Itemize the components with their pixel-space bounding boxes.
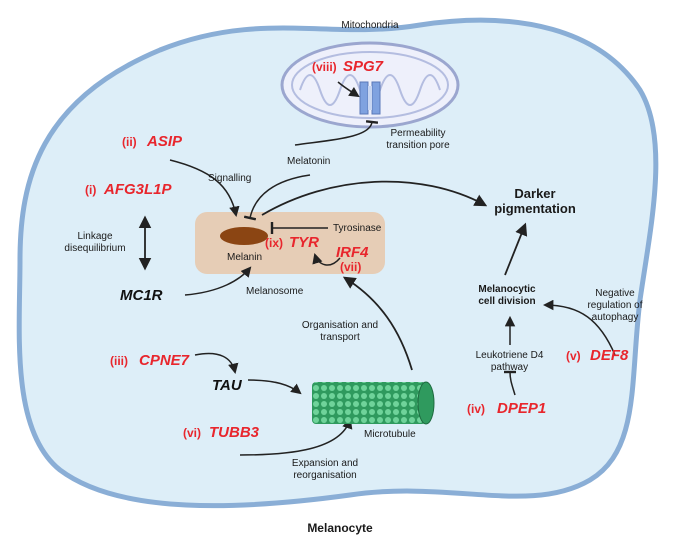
melatonin-inhibits-pore — [294, 120, 379, 146]
melanosome-to-pigmentation-arrow — [261, 180, 488, 216]
tubb3-to-microtubule-arrow — [239, 418, 353, 456]
division-to-pigmentation-arrow — [504, 222, 528, 276]
def8-gene: DEF8 — [590, 347, 629, 364]
irf4-number: (vii) — [340, 260, 362, 274]
darker-pigmentation-line2: pigmentation — [494, 201, 576, 216]
spg7-gene: SPG7 — [343, 58, 384, 75]
afg3l1p-number: (i) — [85, 183, 97, 197]
cpne7-number: (iii) — [110, 354, 128, 368]
asip-number: (ii) — [122, 135, 137, 149]
afg3l1p-gene: AFG3L1P — [104, 181, 172, 198]
melanocytic-division-line1: Melanocytic — [478, 284, 536, 295]
tau-label: TAU — [212, 377, 242, 394]
pore-label-line2: transition pore — [386, 140, 450, 151]
irf4-gene: IRF4 — [336, 244, 369, 261]
autophagy-label-line1: Negative — [595, 288, 635, 299]
melanin-label: Melanin — [227, 252, 263, 263]
autophagy-label-line2: regulation of — [587, 300, 643, 311]
mitochondria-title: Mitochondria — [341, 20, 399, 31]
leukotriene-label: Leukotriene D4 pathway — [462, 350, 557, 374]
dpep1-gene: DPEP1 — [497, 400, 547, 417]
melanin-granule — [220, 227, 268, 245]
darker-pigmentation-line1: Darker — [514, 186, 556, 201]
signalling-arrow — [169, 159, 240, 218]
microtubule-to-melanosome-arrow — [342, 276, 413, 371]
linkage-label: Linkage disequilibrium — [50, 231, 140, 255]
tau-to-microtubule-arrow — [247, 379, 302, 395]
organisation-label-line1: Organisation and — [301, 320, 379, 331]
tubb3-gene: TUBB3 — [209, 424, 260, 441]
melatonin-label: Melatonin — [287, 156, 331, 167]
autophagy-label-line3: autophagy — [591, 312, 639, 323]
def8-number: (v) — [566, 349, 581, 363]
darker-pigmentation-label: Darker pigmentation — [490, 186, 580, 216]
spg7-number: (viii) — [312, 60, 337, 74]
melatonin-inhibits-melanin — [243, 174, 311, 221]
def8-to-division-arrow — [542, 299, 616, 356]
linkage-label-line1: Linkage — [77, 231, 113, 242]
pore-label: Permeability transition pore — [358, 128, 478, 152]
melanocytic-division-label: Melanocytic cell division — [462, 284, 552, 308]
tyr-gene: TYR — [289, 234, 319, 251]
melanocyte-label: Melanocyte — [307, 521, 373, 535]
asip-gene: ASIP — [147, 133, 183, 150]
mc1r-to-melanosome-arrow — [184, 266, 252, 296]
irf4-to-tyr-arrow — [312, 252, 341, 266]
autophagy-label: Negative regulation of autophagy — [570, 288, 660, 324]
tubb3-number: (vi) — [183, 426, 201, 440]
leukotriene-label-line1: Leukotriene D4 — [475, 350, 544, 361]
mc1r-gene: MC1R — [120, 287, 163, 304]
pore-label-line1: Permeability — [390, 128, 446, 139]
tyr-number: (ix) — [265, 236, 283, 250]
dpep1-number: (iv) — [467, 402, 485, 416]
leukotriene-label-line2: pathway — [490, 362, 529, 373]
tyrosinase-label: Tyrosinase — [333, 223, 382, 234]
expansion-label-line1: Expansion and — [291, 458, 359, 469]
expansion-label: Expansion and reorganisation — [270, 458, 380, 482]
expansion-label-line2: reorganisation — [293, 470, 357, 481]
melanocytic-division-line2: cell division — [478, 296, 536, 307]
organisation-label-line2: transport — [320, 332, 360, 343]
dpep1-inhibits-leukotriene — [503, 370, 517, 396]
cpne7-gene: CPNE7 — [139, 352, 190, 369]
signalling-label: Signalling — [208, 173, 252, 184]
spg7-to-pore-arrow — [337, 81, 360, 98]
microtubule-structure — [312, 381, 435, 425]
organisation-label: Organisation and transport — [290, 320, 390, 344]
melanosome-label: Melanosome — [246, 286, 304, 297]
mitochondria-organelle — [280, 41, 460, 129]
cpne7-to-tau-arrow — [194, 352, 239, 375]
linkage-label-line2: disequilibrium — [64, 243, 126, 254]
microtubule-label: Microtubule — [364, 429, 416, 440]
